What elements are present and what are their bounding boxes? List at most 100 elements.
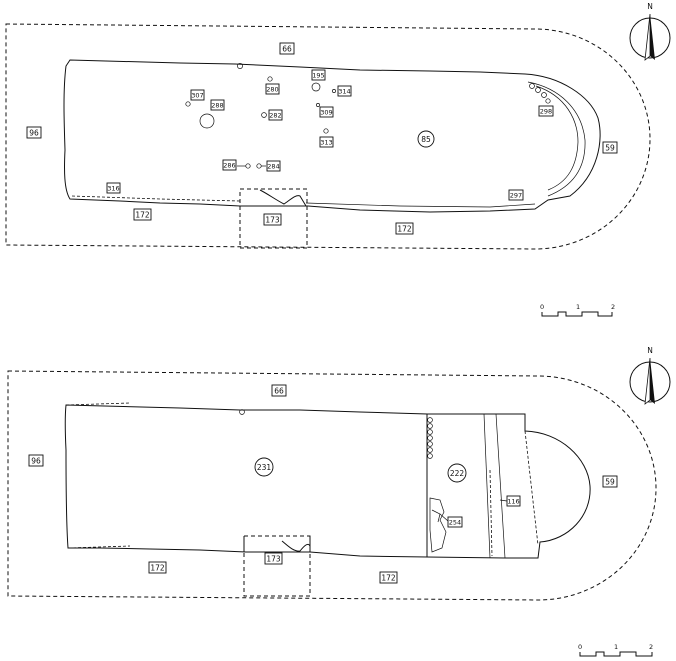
posthole [245,163,251,169]
feature-284: 284 [266,160,281,172]
zone-label-172-right-top: 172 [395,222,414,235]
feature-254: 254 [439,513,463,528]
zone-59-text: 59 [605,144,615,153]
zone-173-text: 173 [265,216,280,225]
posthole [199,113,215,129]
zone-label-66-top: 66 [279,42,295,55]
annex-173-bottom [243,535,311,597]
annex-173-top [239,188,308,249]
zone-231-text: 231 [257,463,272,472]
outer-enclosure-bottom [7,370,657,601]
zone-label-96-top: 96 [26,126,42,139]
north-label: N [647,346,653,355]
zone-label-231-bottom: 231 [254,457,274,477]
north-needle-icon [650,358,655,404]
zone-label-172-right-bottom: 172 [379,571,398,584]
feature-280: 280 [265,83,280,95]
feature-316-text: 316 [107,185,119,193]
south-wall-line-top [71,195,241,202]
feature-254-text: 254 [449,519,461,527]
feature-314: 314 [337,85,352,97]
posthole [332,89,336,93]
feature-297-text: 297 [510,192,522,200]
feature-288-text: 288 [211,102,223,110]
feature-116-text: 116 [507,498,519,506]
feature-316: 316 [106,182,121,194]
feature-282-text: 282 [269,112,281,120]
scale-tick-2: 2 [611,303,615,311]
scale-tick-1: 1 [614,643,618,651]
feature-307: 307 [190,89,205,101]
feature-309-text: 309 [320,109,332,117]
posthole [311,82,321,92]
apse-inner-line2-top [535,85,579,191]
plan-top: 66 96 59 172 172 173 85 195 [5,2,671,317]
zone-label-96-bottom: 96 [28,454,44,467]
scale-tick-2: 2 [649,643,653,651]
inner-outline-top [63,59,601,213]
scale-bar-bottom: 0 1 2 [578,643,653,657]
feature-307-text: 307 [191,92,203,100]
zone-66-text: 66 [274,387,284,396]
zone-222-text: 222 [450,469,465,478]
feature-309: 309 [319,106,334,118]
zone-label-173-bottom: 173 [264,552,283,565]
nave-dash-south [67,545,131,549]
zone-label-222-bottom: 222 [447,463,467,483]
posthole [267,76,273,82]
scale-tick-1: 1 [576,303,580,311]
zone-96-text: 96 [31,457,41,466]
feature-298-text: 298 [540,108,552,116]
scale-bar-top: 0 1 2 [540,303,615,317]
zone-96-text: 96 [29,129,39,138]
choir-division [483,413,491,559]
south-wall-line2-top [305,202,536,208]
zone-173-text: 173 [266,555,281,564]
zone-66-text: 66 [282,45,292,54]
feature-116: 116 [499,495,521,507]
zone-label-59-top: 59 [602,141,618,154]
north-needle-icon [650,14,655,60]
north-arrow-bottom: N [629,346,671,405]
feature-286: 286 [222,159,237,171]
feature-314-text: 314 [338,88,350,96]
choir-stones [427,417,447,553]
zone-label-66-bottom: 66 [271,384,287,397]
north-label: N [647,2,653,11]
feature-195-text: 195 [312,72,324,80]
zone-label-85-top: 85 [417,130,435,148]
zone-label-172-left-top: 172 [133,208,152,221]
zone-172-text: 172 [135,211,150,220]
zone-label-59-bottom: 59 [602,475,618,488]
posthole [261,112,267,118]
plan-bottom: 66 96 59 172 172 173 231 222 [7,346,671,657]
zone-label-172-left-bottom: 172 [148,561,167,574]
outer-enclosure-top [5,23,651,250]
scale-tick-0: 0 [578,643,582,651]
feature-286-text: 286 [223,162,235,170]
feature-284-text: 284 [267,163,279,171]
annex-173-cut-top [259,189,307,207]
posthole [256,163,262,169]
stones-top [529,83,551,104]
feature-313: 313 [319,136,334,148]
zone-172-text: 172 [150,564,165,573]
choir-division [495,413,506,559]
feature-288: 288 [210,99,225,111]
apse-chord-dashed [524,430,539,546]
feature-297: 297 [508,189,524,201]
posthole [323,128,329,134]
feature-282: 282 [268,109,283,121]
posthole [239,409,245,415]
posthole [185,101,191,107]
annex-173-cut-bottom [281,540,311,552]
posthole [316,103,320,107]
feature-313-text: 313 [320,139,332,147]
apse-inner-line-top [527,81,586,197]
nave-dash-north [65,402,131,406]
feature-280-text: 280 [266,86,278,94]
choir-division-dashed [489,469,493,557]
zone-label-173-top: 173 [263,213,282,226]
feature-298: 298 [538,105,554,117]
